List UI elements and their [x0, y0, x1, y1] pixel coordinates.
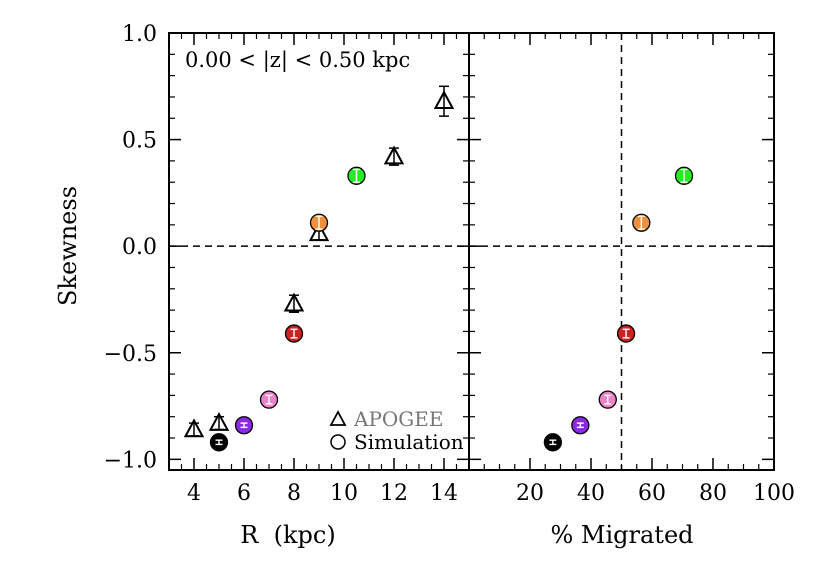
left-x-tick-label: 12: [380, 481, 408, 506]
right-x-tick-label: 80: [699, 481, 727, 506]
left-axes-frame: [168, 32, 470, 471]
left-x-tick-label: 10: [330, 481, 358, 506]
x-axis-label-left: R (kpc): [240, 521, 335, 549]
left-x-tick-label: 8: [287, 481, 301, 506]
legend-circle-marker: [330, 434, 346, 450]
legend-entry-label: Simulation: [354, 430, 464, 454]
legend-triangle-marker: [329, 410, 347, 426]
y-axis-label: Skewness: [54, 186, 82, 306]
y-tick-label: −1.0: [104, 448, 157, 473]
legend-entry-label: APOGEE: [353, 407, 443, 431]
left-x-tick-label: 6: [237, 481, 251, 506]
right-x-tick-label: 100: [753, 481, 795, 506]
y-tick-label: 0.0: [122, 235, 157, 260]
left-x-tick-label: 14: [430, 481, 458, 506]
y-tick-label: −0.5: [104, 342, 157, 367]
y-tick-label: 0.5: [122, 129, 157, 154]
x-axis-label-right: % Migrated: [550, 521, 693, 549]
right-x-tick-label: 60: [638, 481, 666, 506]
y-tick-label: 1.0: [122, 22, 157, 47]
right-x-tick-label: 20: [516, 481, 544, 506]
right-panel: 20 40 60 80 100: [468, 32, 795, 506]
z-range-annotation: 0.00 < |z| < 0.50 kpc: [185, 48, 410, 73]
right-x-tick-label: 40: [577, 481, 605, 506]
left-x-tick-label: 4: [187, 481, 201, 506]
left-panel: 4 6 8 10 12 14 1.0 0.5 0.0 −0.5 −1.0: [104, 22, 470, 506]
